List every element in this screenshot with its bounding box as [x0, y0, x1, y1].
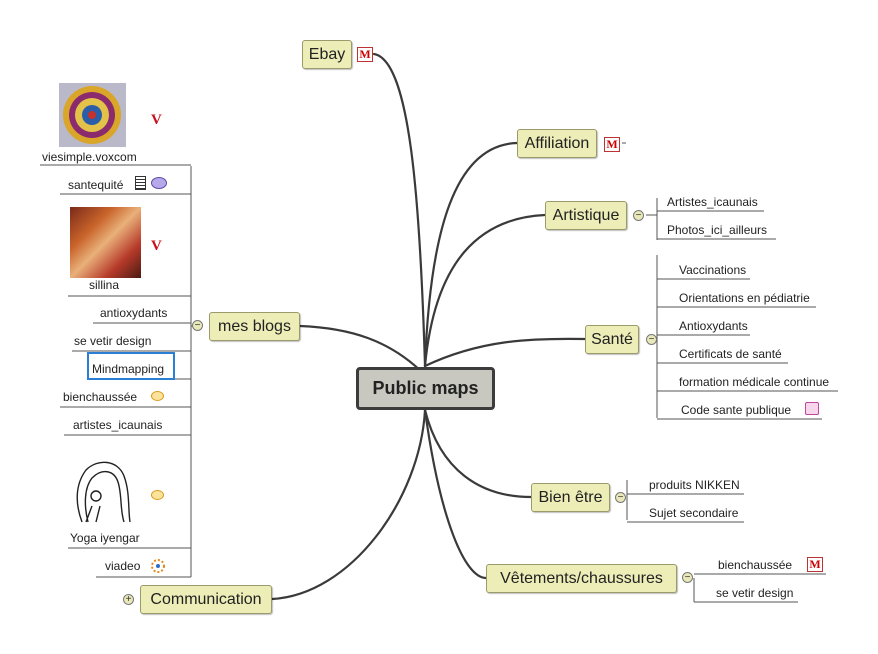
- branch-bien-etre[interactable]: Bien être: [531, 483, 610, 512]
- vox-icon: V: [151, 112, 162, 128]
- blog-se-vetir-design[interactable]: se vetir design: [74, 334, 152, 348]
- gmail-icon: M: [807, 557, 823, 572]
- leaf-bienchaussee[interactable]: bienchaussée: [718, 558, 793, 572]
- edge-ebay: [372, 52, 427, 368]
- blog-antioxydants[interactable]: antioxydants: [100, 306, 168, 320]
- branch-communication[interactable]: Communication: [140, 585, 272, 614]
- leaf-photos-ici-ailleurs[interactable]: Photos_ici_ailleurs: [667, 223, 768, 237]
- edge-mes-blogs: [298, 324, 427, 377]
- leaf-orientations-pediatrie[interactable]: Orientations en pédiatrie: [679, 291, 810, 305]
- painting-image: [70, 207, 141, 278]
- blog-santequite[interactable]: santequité: [68, 178, 124, 192]
- edge-bien-etre: [423, 408, 533, 499]
- leaf-formation-medicale[interactable]: formation médicale continue: [679, 375, 830, 389]
- selected-node-frame: [87, 352, 175, 380]
- branch-mes-blogs[interactable]: mes blogs: [209, 312, 300, 341]
- comment-bubble-icon: [151, 391, 164, 401]
- blog-artistes-icaunais[interactable]: artistes_icaunais: [73, 418, 163, 432]
- collapse-toggle-sante[interactable]: −: [646, 334, 657, 345]
- leaf-se-vetir-design[interactable]: se vetir design: [716, 586, 794, 600]
- comment-bubble-icon: [151, 490, 164, 500]
- expand-toggle-communication[interactable]: +: [123, 594, 134, 605]
- mandala-image: [59, 83, 126, 147]
- leaf-produits-nikken[interactable]: produits NIKKEN: [649, 478, 740, 492]
- edge-artistique: [423, 213, 547, 368]
- blog-viesimple[interactable]: viesimple.voxcom: [42, 150, 137, 164]
- blog-viadeo[interactable]: viadeo: [105, 559, 141, 573]
- blog-yoga-iyengar[interactable]: Yoga iyengar: [70, 531, 140, 545]
- edge-affiliation: [423, 141, 519, 368]
- branch-affiliation[interactable]: Affiliation: [517, 129, 597, 158]
- blog-sillina[interactable]: sillina: [89, 278, 120, 292]
- edge-communication: [270, 408, 427, 601]
- collapse-toggle-vetements[interactable]: −: [682, 572, 693, 583]
- gmail-icon: M: [357, 47, 373, 62]
- note-icon: [135, 176, 146, 190]
- leaf-antioxydants[interactable]: Antioxydants: [679, 319, 748, 333]
- edge-sante: [423, 337, 587, 368]
- leaf-code-sante-publique[interactable]: Code sante publique: [681, 403, 792, 417]
- branch-vetements[interactable]: Vêtements/chaussures: [486, 564, 677, 593]
- blog-bienchaussee[interactable]: bienchaussée: [63, 390, 138, 404]
- leaf-vaccinations[interactable]: Vaccinations: [679, 263, 747, 277]
- collapse-toggle-bien-etre[interactable]: −: [615, 492, 626, 503]
- blog-mindmapping[interactable]: Mindmapping: [92, 362, 165, 376]
- branch-sante[interactable]: Santé: [585, 325, 639, 354]
- link-icon: [805, 402, 819, 415]
- leaf-sujet-secondaire[interactable]: Sujet secondaire: [649, 506, 739, 520]
- collapse-toggle-artistique[interactable]: −: [633, 210, 644, 221]
- yoga-figure-image: [72, 456, 134, 526]
- gmail-icon: M: [604, 137, 620, 152]
- viadeo-icon: [150, 558, 166, 574]
- branch-ebay[interactable]: Ebay: [302, 40, 352, 69]
- central-node[interactable]: Public maps: [356, 367, 495, 410]
- leaf-artistes-icaunais[interactable]: Artistes_icaunais: [667, 195, 758, 209]
- leaf-certificats-sante[interactable]: Certificats de santé: [679, 347, 782, 361]
- edge-vetements: [423, 408, 488, 580]
- vox-icon: V: [151, 238, 162, 254]
- comment-icon: [151, 177, 167, 189]
- collapse-toggle-mes-blogs[interactable]: −: [192, 320, 203, 331]
- branch-artistique[interactable]: Artistique: [545, 201, 627, 230]
